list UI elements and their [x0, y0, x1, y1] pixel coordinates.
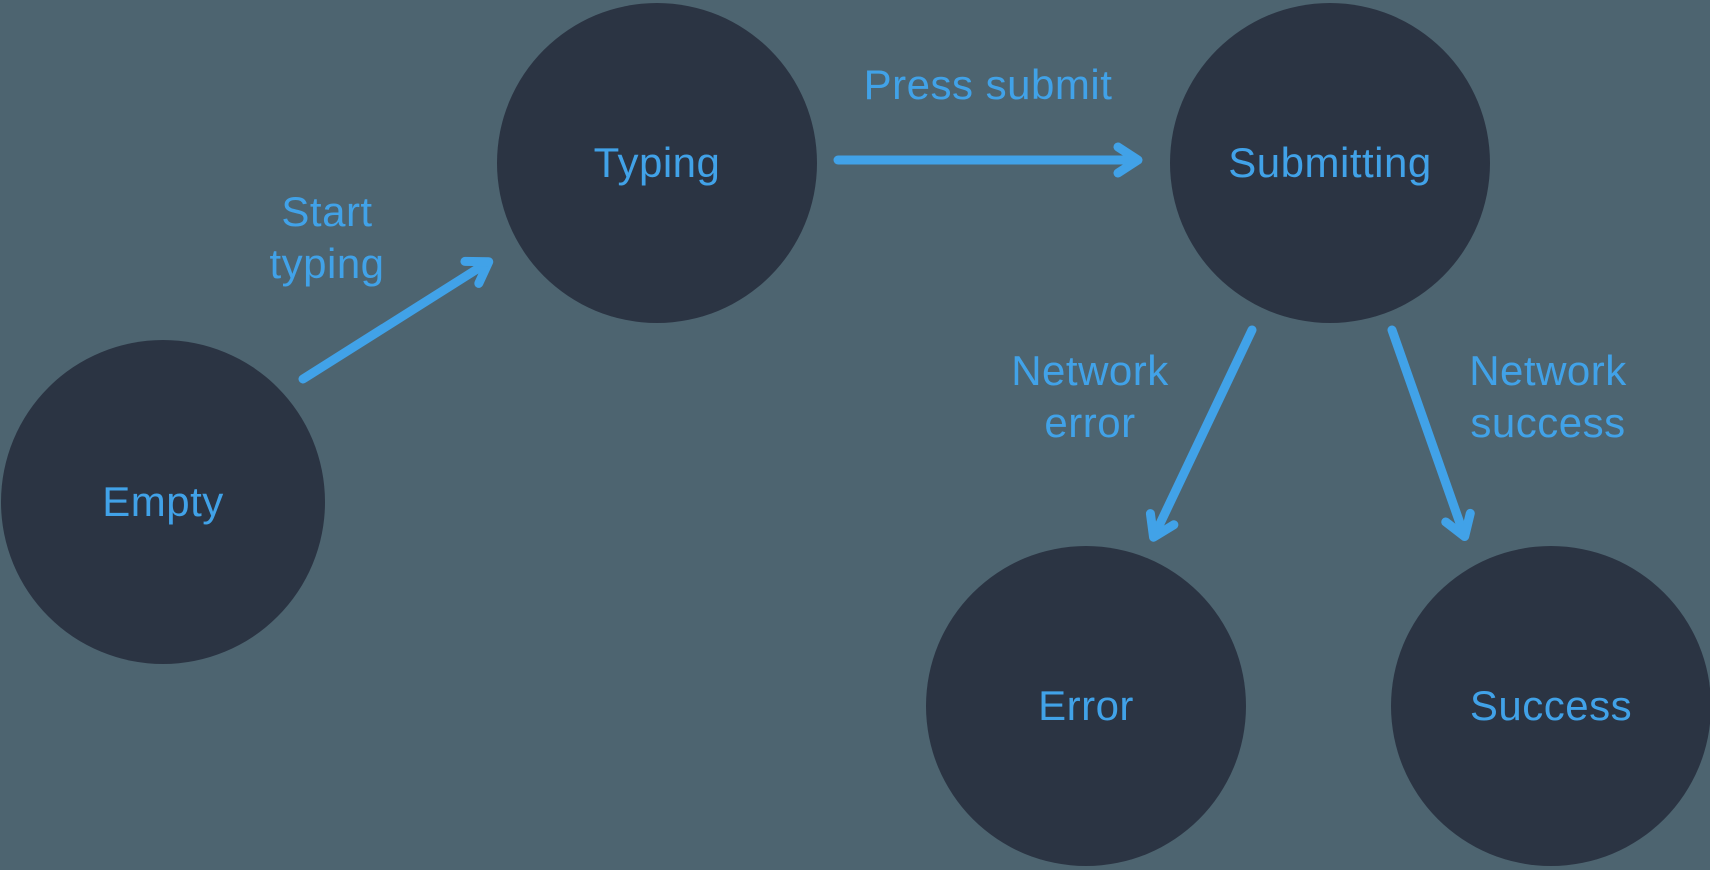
- state-node-error: Error: [926, 546, 1246, 866]
- edge-label-press-submit: Press submit: [864, 59, 1113, 111]
- state-node-submitting: Submitting: [1170, 3, 1490, 323]
- edge-label-network-error-line-2: error: [1044, 399, 1136, 446]
- edge-label-network-success-line-1: Network: [1469, 347, 1627, 394]
- state-node-empty-label: Empty: [102, 478, 224, 525]
- arrow-submitting-to-error: [1145, 325, 1257, 542]
- edge-label-network-error: Network error: [1011, 345, 1169, 449]
- state-node-empty: Empty: [1, 340, 325, 664]
- arrow-empty-to-typing: [298, 256, 494, 384]
- edge-label-start-typing-line-2: typing: [269, 240, 385, 287]
- state-node-success-label: Success: [1469, 682, 1633, 729]
- edge-label-network-error-line-1: Network: [1011, 347, 1169, 394]
- state-node-submitting-label: Submitting: [1228, 139, 1432, 186]
- state-node-typing: Typing: [497, 3, 817, 323]
- edge-label-network-success-line-2: success: [1470, 399, 1626, 446]
- state-node-error-label: Error: [1038, 682, 1134, 729]
- edge-label-press-submit-line-1: Press submit: [863, 61, 1113, 108]
- edge-label-network-success: Network success: [1469, 345, 1627, 449]
- state-node-success: Success: [1391, 546, 1710, 866]
- state-node-typing-label: Typing: [593, 139, 721, 186]
- edge-label-start-typing-line-1: Start: [281, 188, 373, 235]
- arrow-submitting-to-success: [1387, 325, 1475, 542]
- edge-label-start-typing: Start typing: [269, 186, 384, 290]
